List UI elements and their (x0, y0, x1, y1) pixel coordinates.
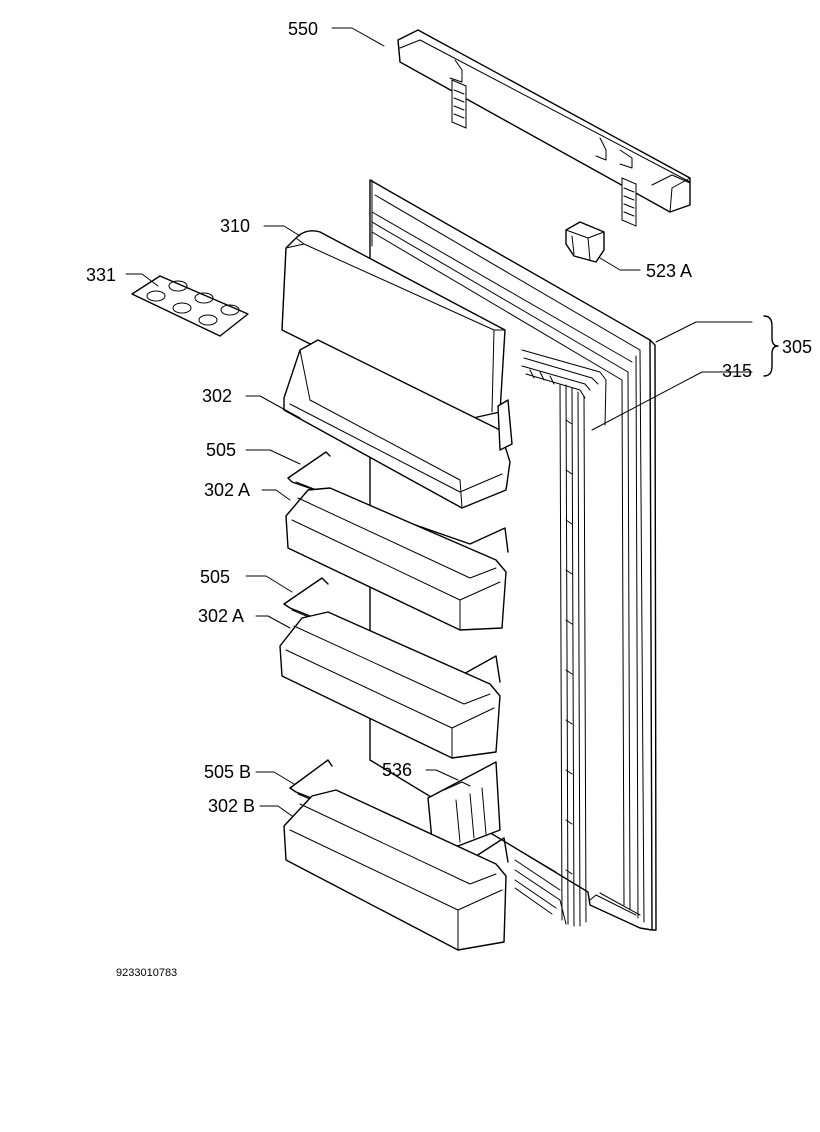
label-302a-2: 302 A (198, 606, 244, 626)
label-550: 550 (288, 19, 318, 39)
door-shelf-part-1 (285, 487, 507, 631)
bottle-separator-part (427, 761, 501, 847)
label-302: 302 (202, 386, 232, 406)
label-310: 310 (220, 216, 250, 236)
label-536: 536 (382, 760, 412, 780)
hinge-cover-part (397, 29, 691, 227)
label-505-2: 505 (200, 567, 230, 587)
dairy-shelf-part (283, 339, 513, 509)
label-315: 315 (722, 361, 752, 381)
door-gasket (514, 349, 607, 927)
label-305: 305 (782, 337, 812, 357)
label-302a-1: 302 A (204, 480, 250, 500)
drawing-number: 9233010783 (116, 967, 177, 979)
dairy-flap-part (281, 230, 506, 421)
label-302b: 302 B (208, 796, 255, 816)
egg-tray-part (131, 275, 249, 337)
hinge-block-part (565, 221, 605, 263)
label-505b: 505 B (204, 762, 251, 782)
bottle-shelf-part (283, 789, 507, 951)
assembly-brace (763, 315, 779, 377)
leader-lines (125, 27, 753, 817)
label-505-1: 505 (206, 440, 236, 460)
door-shelf-part-2 (279, 611, 501, 759)
label-523a: 523 A (646, 261, 692, 281)
label-331: 331 (86, 265, 116, 285)
